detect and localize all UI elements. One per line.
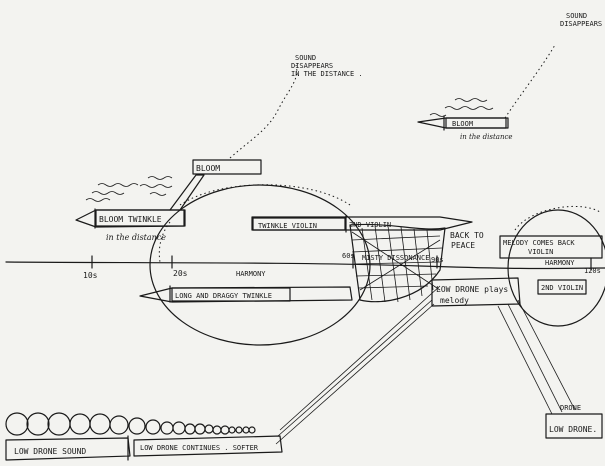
- low-drone-melody-label: LOW DRONE plays melody: [436, 285, 513, 305]
- twinkle-violin-label: TWINKLE VIOLIN: [258, 222, 317, 230]
- bloom-label: BLOOM: [196, 164, 220, 173]
- tick-60s: 60s: [342, 252, 355, 260]
- drone-top-right-label: DRONE: [560, 404, 581, 412]
- long-draggy-twinkle-label: LONG AND DRAGGY TWINKLE: [175, 292, 272, 300]
- second-violin-right-label: 2ND VIOLIN: [541, 284, 583, 292]
- back-to-peace-label: BACK TO PEACE: [450, 231, 489, 250]
- tick-10s: 10s: [83, 271, 98, 280]
- sound-disappears-distance: SOUND DISAPPEARS IN THE DISTANCE .: [291, 54, 363, 78]
- low-drone-sound-label: LOW DRONE SOUND: [14, 447, 86, 456]
- melody-comes-back-label: MELODY COMES BACK VIOLIN: [503, 239, 579, 256]
- in-the-distance-label: in the distance: [106, 233, 166, 242]
- harmony-ellipse: [150, 185, 370, 345]
- low-drone-right-label: LOW DRONE.: [549, 425, 597, 434]
- tick-120s: 120s: [584, 267, 601, 275]
- dotted-trail-right: [505, 45, 555, 118]
- harmony-label-right: HARMONY: [545, 259, 575, 267]
- small-bloom-label: BLOOM: [452, 120, 473, 128]
- timeline-axis: [6, 262, 605, 269]
- second-violin-label: 2ND VIOLIN: [349, 221, 391, 229]
- low-drone-circles: [6, 413, 255, 435]
- small-in-the-distance: in the distance: [460, 133, 513, 141]
- sound-disappears-top: SOUND DISAPPEARS: [560, 12, 602, 28]
- dotted-trail-left: [230, 65, 297, 158]
- mist-squiggles-left: [86, 177, 172, 202]
- misty-dissonance-label: MISTY DISSONANCE: [362, 254, 429, 262]
- connector-lines: [276, 286, 575, 444]
- tick-20s: 20s: [173, 269, 188, 278]
- mist-squiggles-right: [430, 99, 493, 117]
- bloom-twinkle-label: BLOOM TWINKLE: [99, 215, 162, 224]
- low-drone-continues-label: LOW DRONE CONTINUES . SOFTER: [140, 444, 259, 452]
- harmony-label-left: HARMONY: [236, 270, 266, 278]
